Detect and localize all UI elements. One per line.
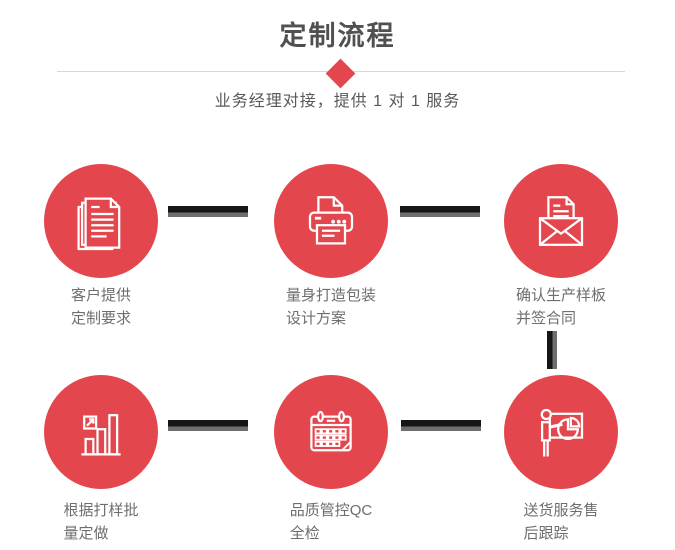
step-caption-line: 设计方案 [285, 310, 346, 327]
connector-step3-step6 [547, 331, 557, 369]
connector-step1-step2 [168, 206, 248, 217]
step-circle-4 [44, 375, 158, 489]
step-caption-line: 客户提供 [70, 287, 131, 304]
page-subtitle: 业务经理对接，提供 1 对 1 服务 [214, 93, 461, 110]
connector-step4-step5 [168, 420, 248, 431]
bar-chart-icon [81, 414, 121, 456]
step-caption-5: 品质管控QC 全检 [251, 499, 411, 545]
diamond-icon [325, 58, 356, 89]
step-caption-4: 根据打样批 量定做 [21, 499, 181, 545]
connector-step5-step6 [401, 420, 481, 431]
step-caption-line: 全检 [289, 525, 320, 542]
step-caption-1: 客户提供 定制要求 [21, 284, 181, 330]
step-circle-5 [274, 375, 388, 489]
step-caption-2: 量身打造包装 设计方案 [251, 284, 411, 330]
page-title: 定制流程 [279, 21, 396, 51]
step-caption-3: 确认生产样板 并签合同 [481, 284, 641, 330]
step-caption-line: 根据打样批 [63, 502, 139, 519]
step-caption-line: 并签合同 [515, 310, 576, 327]
documents-stack-icon [77, 197, 121, 251]
presentation-icon [540, 408, 584, 457]
envelope-letter-icon [538, 196, 584, 246]
step-caption-line: 定制要求 [70, 310, 131, 327]
step-caption-line: 送货服务售 [523, 502, 599, 519]
step-caption-line: 量定做 [63, 525, 109, 542]
step-circle-1 [44, 164, 158, 278]
calendar-icon [310, 410, 352, 452]
step-caption-line: 确认生产样板 [515, 287, 606, 304]
step-circle-6 [504, 375, 618, 489]
printer-icon [308, 196, 354, 245]
step-caption-6: 送货服务售 后跟踪 [481, 499, 641, 545]
step-circle-3 [504, 164, 618, 278]
step-caption-line: 后跟踪 [523, 525, 569, 542]
connector-step2-step3 [400, 206, 480, 217]
step-caption-line: 量身打造包装 [285, 287, 376, 304]
step-circle-2 [274, 164, 388, 278]
step-caption-line: 品质管控QC [289, 502, 373, 519]
